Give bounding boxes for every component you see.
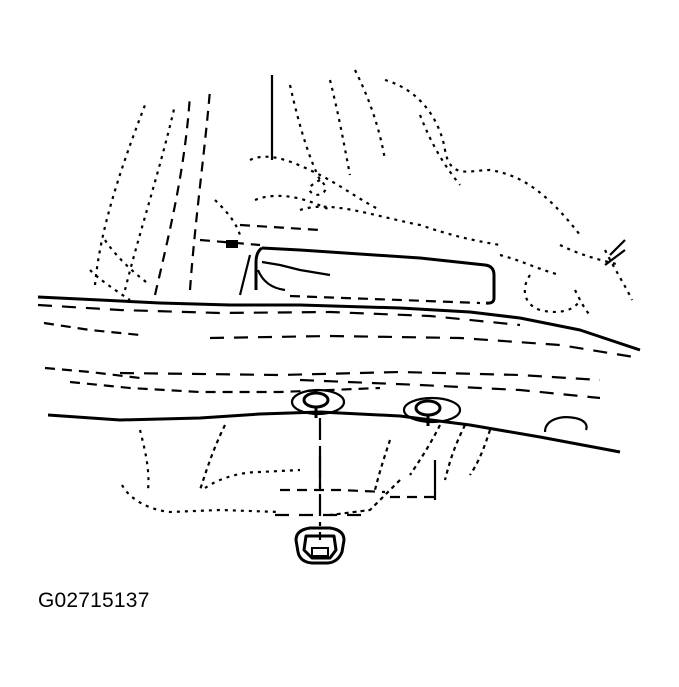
figure-id-label: G02715137 xyxy=(38,589,150,612)
hex-flange-nut-icon xyxy=(294,526,346,565)
crossmember xyxy=(37,295,641,454)
right-stud xyxy=(402,396,462,426)
background-structure xyxy=(89,69,633,316)
module xyxy=(238,246,496,305)
upper-stud xyxy=(290,388,346,418)
lower-bracket-outline xyxy=(121,424,492,517)
bracket-tab-icon xyxy=(226,240,238,248)
